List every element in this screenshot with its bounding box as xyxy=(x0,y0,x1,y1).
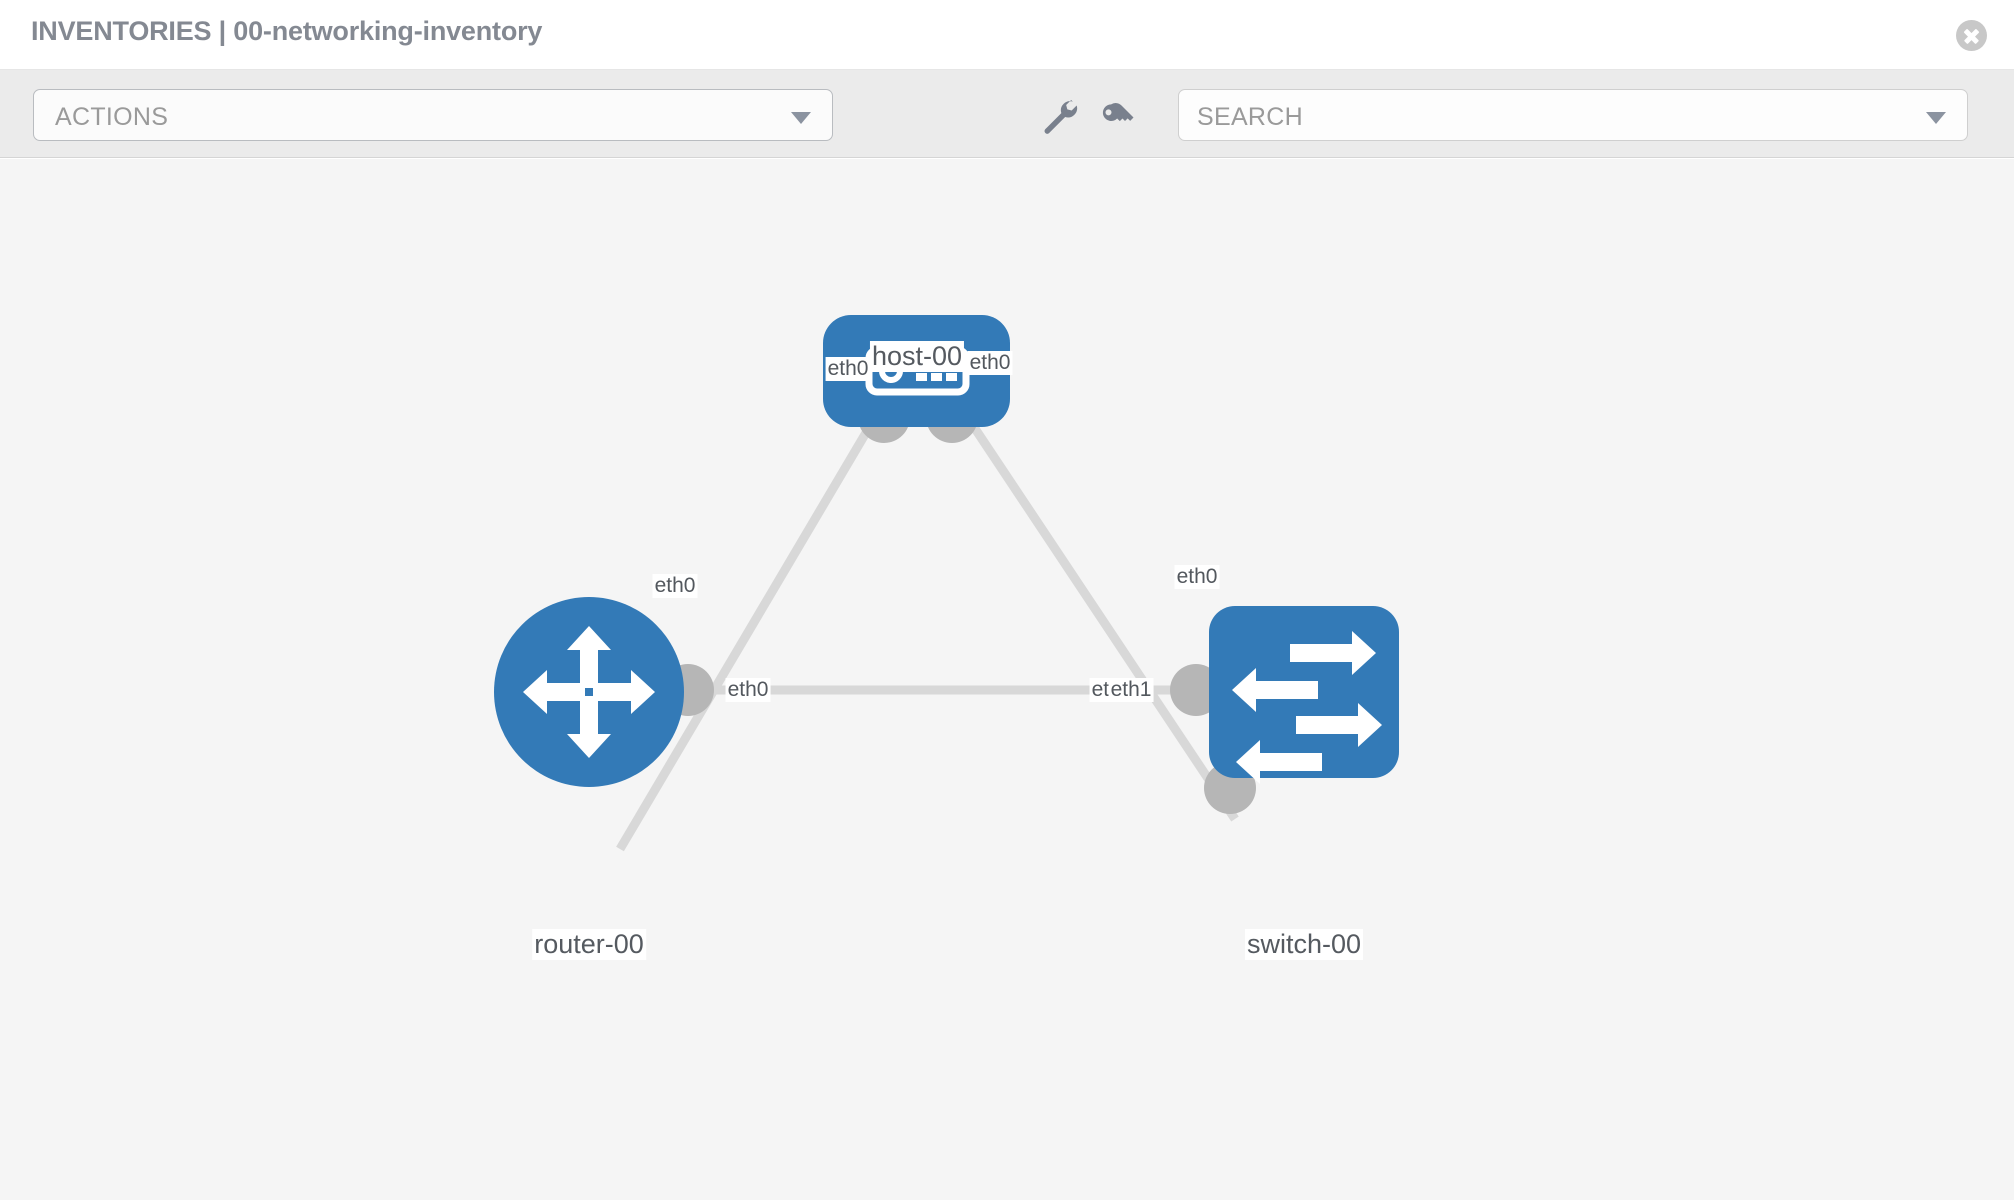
link-host00-switch00[interactable] xyxy=(958,406,1239,822)
link-host00-router00[interactable] xyxy=(616,406,884,852)
link-label-switch00-eth0-diag: eth0 xyxy=(1174,565,1220,589)
page-title: INVENTORIES | 00-networking-inventory xyxy=(31,16,543,46)
toolbar: ACTIONS SEARCH xyxy=(0,70,2014,158)
link-label-host00-eth0-right: eth0 xyxy=(967,351,1013,375)
search-placeholder: SEARCH xyxy=(1197,103,1303,131)
key-icon[interactable] xyxy=(1097,96,1137,136)
wrench-icon[interactable] xyxy=(1039,96,1079,136)
links-layer xyxy=(616,406,1239,852)
actions-dropdown[interactable]: ACTIONS xyxy=(33,89,833,141)
node-label-router-00: router-00 xyxy=(532,929,646,960)
node-label-host-00: host-00 xyxy=(869,341,965,372)
topology-graph xyxy=(494,315,1399,852)
ports-layer xyxy=(662,391,1256,814)
search-input[interactable]: SEARCH xyxy=(1178,89,1968,141)
actions-dropdown-label: ACTIONS xyxy=(55,103,169,131)
router-arrows-icon xyxy=(523,626,655,758)
node-label-switch-00: switch-00 xyxy=(1244,929,1364,960)
close-icon[interactable] xyxy=(1956,20,1987,51)
link-label-router00-eth0-diag: eth0 xyxy=(652,574,698,598)
topology-canvas[interactable]: eth0 eth0 eth0 eth0 eth0 eth0 eth1 host-… xyxy=(0,159,2014,1200)
chevron-down-icon[interactable] xyxy=(1926,112,1946,124)
node-switch-00[interactable] xyxy=(1209,606,1399,784)
node-router-00[interactable] xyxy=(494,597,684,787)
link-label-router00-eth0: eth0 xyxy=(725,678,771,702)
node-router00-shape[interactable] xyxy=(494,597,684,787)
link-label-switch00-eth1: eth1 xyxy=(1108,678,1154,702)
page-header: INVENTORIES | 00-networking-inventory xyxy=(0,0,2014,70)
link-label-host00-eth0-left: eth0 xyxy=(825,357,871,381)
chevron-down-icon xyxy=(791,112,811,124)
switch-arrows-icon xyxy=(1232,631,1382,784)
